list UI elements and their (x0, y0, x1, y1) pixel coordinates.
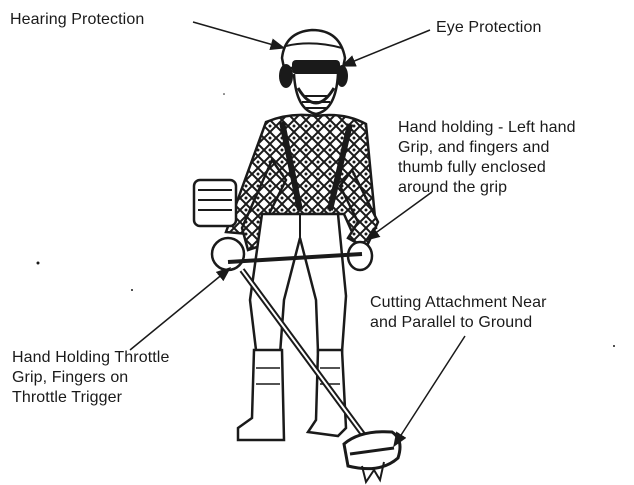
arrow-cutting (394, 336, 465, 446)
trimmer-engine (194, 180, 236, 226)
arrow-throttle (130, 268, 230, 350)
arrow-hearing (193, 22, 284, 48)
eye-protection-label: Eye Protection (436, 18, 541, 38)
throttle-grip-label: Hand Holding Throttle Grip, Fingers on T… (12, 348, 169, 408)
hearing-protection-label: Hearing Protection (10, 10, 144, 30)
left-hand-grip-label: Hand holding - Left hand Grip, and finge… (398, 118, 576, 198)
arrow-eye (342, 30, 430, 66)
cutting-head (344, 432, 400, 482)
operator-legs (250, 214, 346, 354)
cutting-attachment-label: Cutting Attachment Near and Parallel to … (370, 293, 547, 333)
operator-boots (238, 350, 346, 440)
operator-head (279, 30, 348, 114)
